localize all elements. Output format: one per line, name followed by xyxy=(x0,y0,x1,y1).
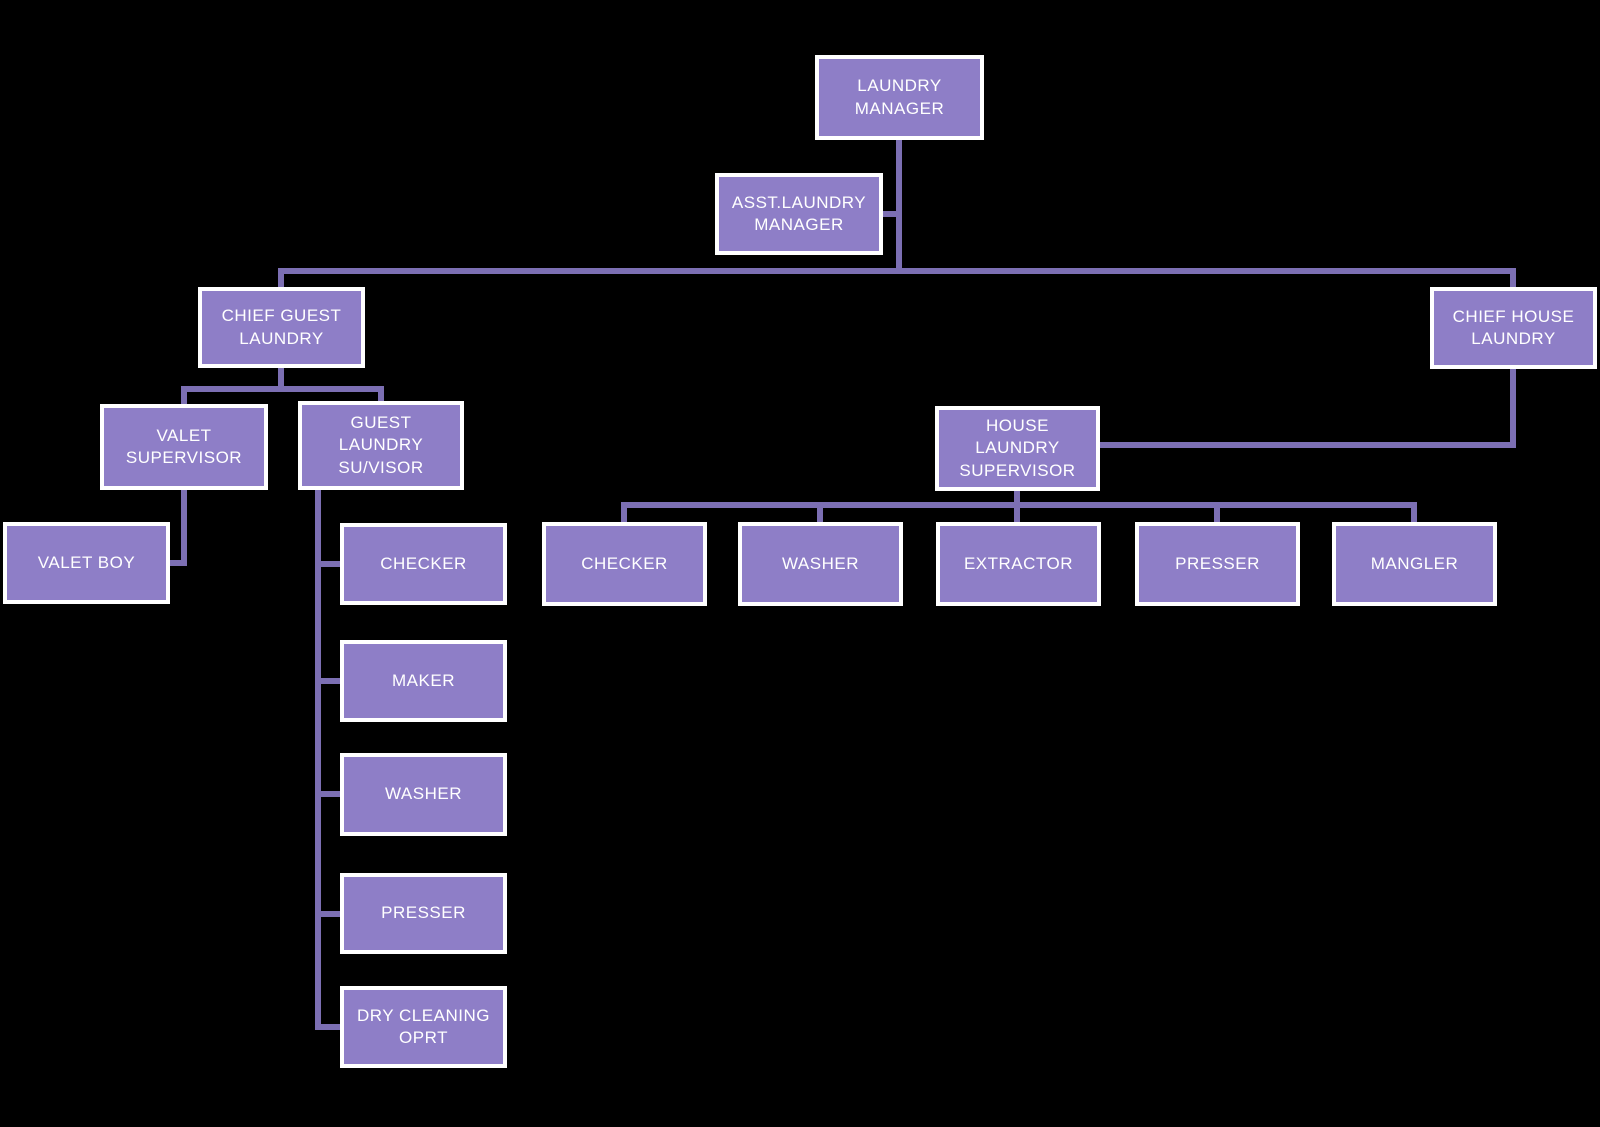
connector-line xyxy=(321,678,340,684)
org-node-asst-laundry-manager[interactable]: ASST.LAUNDRY MANAGER xyxy=(715,173,883,255)
org-node-label: MANGLER xyxy=(1370,553,1459,573)
org-node-guest-washer[interactable]: WASHER xyxy=(340,753,507,836)
org-node-label: HOUSE LAUNDRY SUPERVISOR xyxy=(959,415,1076,480)
connector-line xyxy=(181,386,384,392)
org-node-guest-laundry-supervisor[interactable]: GUEST LAUNDRY SU/VISOR xyxy=(298,401,464,490)
connector-line xyxy=(817,508,823,522)
org-node-label: EXTRACTOR xyxy=(963,553,1074,573)
org-node-guest-dry-cleaning-oprt[interactable]: DRY CLEANING OPRT xyxy=(340,986,507,1068)
org-node-guest-presser[interactable]: PRESSER xyxy=(340,873,507,954)
connector-line xyxy=(278,268,1516,274)
connector-line xyxy=(170,560,187,566)
connector-line xyxy=(1510,369,1516,448)
org-node-label: PRESSER xyxy=(1175,553,1260,573)
connector-line xyxy=(621,502,1417,508)
org-node-guest-checker[interactable]: CHECKER xyxy=(340,523,507,605)
connector-line xyxy=(1411,508,1417,522)
org-node-house-mangler[interactable]: MANGLER xyxy=(1332,522,1497,606)
connector-line xyxy=(1100,442,1516,448)
org-node-label: ASST.LAUNDRY MANAGER xyxy=(731,192,867,234)
org-node-label: GUEST LAUNDRY SU/VISOR xyxy=(338,412,424,477)
connector-line xyxy=(321,911,340,917)
org-node-label: MAKER xyxy=(392,670,455,690)
org-node-label: VALET BOY xyxy=(37,552,136,572)
org-node-label: LAUNDRY MANAGER xyxy=(854,76,945,118)
org-node-label: WASHER xyxy=(385,784,462,804)
connector-line xyxy=(621,508,627,522)
org-node-house-laundry-supervisor[interactable]: HOUSE LAUNDRY SUPERVISOR xyxy=(935,406,1100,491)
connector-line xyxy=(883,211,897,217)
org-node-valet-boy[interactable]: VALET BOY xyxy=(3,522,170,604)
org-node-house-washer[interactable]: WASHER xyxy=(738,522,903,606)
connector-line xyxy=(278,368,284,388)
org-node-house-presser[interactable]: PRESSER xyxy=(1135,522,1300,606)
org-node-laundry-manager[interactable]: LAUNDRY MANAGER xyxy=(815,55,984,140)
connector-line xyxy=(896,140,902,274)
connector-line xyxy=(1510,274,1516,287)
org-node-label: WASHER xyxy=(782,553,859,573)
connector-line xyxy=(181,392,187,404)
connector-line xyxy=(1214,508,1220,522)
org-node-label: CHIEF HOUSE LAUNDRY xyxy=(1452,306,1575,348)
connector-line xyxy=(321,1024,340,1030)
org-node-house-checker[interactable]: CHECKER xyxy=(542,522,707,606)
connector-line xyxy=(378,392,384,401)
connector-line xyxy=(278,274,284,287)
org-node-chief-guest-laundry[interactable]: CHIEF GUEST LAUNDRY xyxy=(198,287,365,368)
org-node-guest-maker[interactable]: MAKER xyxy=(340,640,507,722)
connector-line xyxy=(321,561,340,567)
org-node-label: DRY CLEANING OPRT xyxy=(357,1005,490,1047)
connector-line xyxy=(181,490,187,566)
org-node-house-extractor[interactable]: EXTRACTOR xyxy=(936,522,1101,606)
connector-line xyxy=(321,791,340,797)
connector-line xyxy=(315,490,321,1030)
org-node-label: PRESSER xyxy=(381,903,466,923)
org-node-label: VALET SUPERVISOR xyxy=(125,425,243,467)
org-node-label: CHECKER xyxy=(380,553,467,573)
org-node-valet-supervisor[interactable]: VALET SUPERVISOR xyxy=(100,404,268,490)
org-node-chief-house-laundry[interactable]: CHIEF HOUSE LAUNDRY xyxy=(1430,287,1597,369)
org-node-label: CHECKER xyxy=(581,553,668,573)
org-node-label: CHIEF GUEST LAUNDRY xyxy=(221,306,342,348)
